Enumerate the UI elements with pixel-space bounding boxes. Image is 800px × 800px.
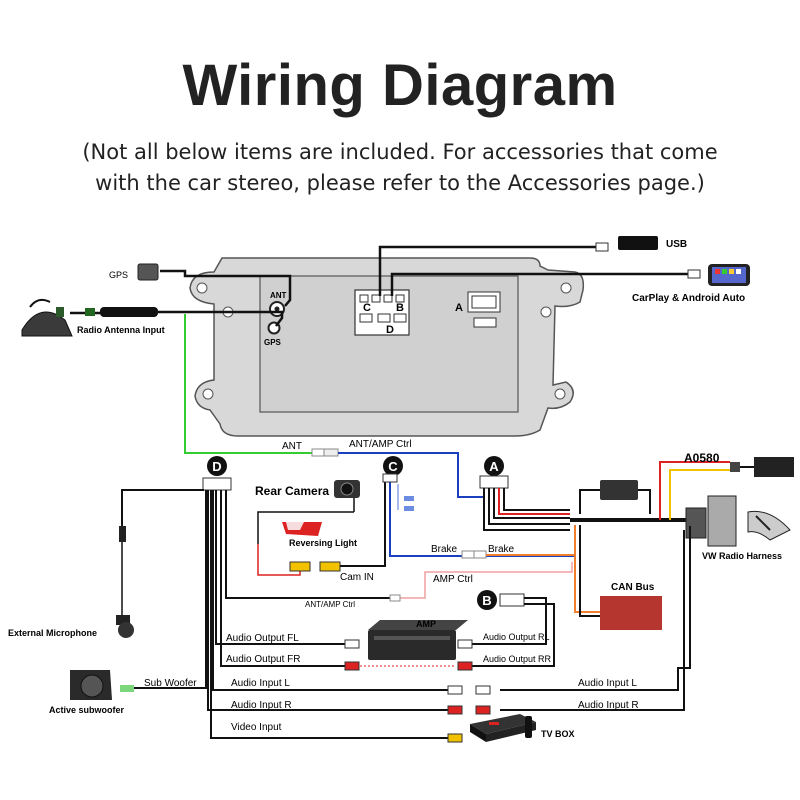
rca-plugs-amp — [344, 639, 473, 671]
usb-connector — [595, 236, 658, 252]
badge-b: B — [477, 590, 497, 610]
rear-camera-icon — [330, 480, 360, 513]
can-bus-module — [600, 596, 662, 630]
ant-wire-label: ANT — [282, 441, 302, 452]
amp-label: AMP — [416, 619, 436, 629]
c-connector — [382, 473, 398, 483]
audio-input-r-right-label: Audio Input R — [578, 700, 639, 711]
cam-in-label: Cam IN — [340, 572, 374, 583]
ant-green-wire — [184, 314, 322, 454]
ant-amp-ctrl-blue-wire — [338, 452, 484, 498]
amp-ctrl-label: AMP Ctrl — [433, 574, 473, 585]
microphone-icon — [116, 526, 134, 638]
right-trunk-wires — [500, 526, 691, 711]
radio-antenna-input-label: Radio Antenna Input — [77, 325, 165, 335]
port-d-label: D — [386, 324, 394, 336]
head-unit: ANT GPS C B D A — [189, 257, 585, 437]
amp-icon — [368, 620, 468, 660]
can-bus-label: CAN Bus — [611, 582, 655, 593]
filter-block — [600, 480, 638, 500]
port-a-label: A — [455, 302, 463, 314]
tv-box-label: TV BOX — [541, 729, 575, 739]
badge-a: A — [484, 456, 504, 476]
ant-port-label: ANT — [270, 291, 287, 300]
c-side-connectors — [397, 484, 414, 511]
subtitle-line-1: (Not all below items are included. For a… — [82, 140, 718, 164]
svg-text:C: C — [388, 459, 398, 474]
a0580-module — [730, 457, 794, 477]
active-subwoofer-label: Active subwoofer — [49, 705, 125, 715]
ant-amp-ctrl-wire-label: ANT/AMP Ctrl — [349, 439, 412, 450]
usb-label: USB — [666, 239, 687, 250]
a0580-label: A0580 — [684, 451, 720, 465]
d-connector — [202, 477, 232, 491]
vw-radio-harness-label: VW Radio Harness — [702, 551, 782, 561]
vw-radio-harness-icon — [685, 495, 791, 547]
b-connector — [499, 593, 525, 607]
external-microphone-label: External Microphone — [8, 628, 97, 638]
audio-input-l-right-label: Audio Input L — [578, 678, 637, 689]
audio-output-rr-label: Audio Output RR — [483, 654, 552, 664]
subtitle-line-2: with the car stereo, please refer to the… — [95, 171, 705, 195]
brake-label-left: Brake — [431, 544, 458, 555]
reversing-light-label: Reversing Light — [289, 538, 357, 548]
port-a-connector — [467, 291, 501, 313]
ant-amp-ctrl-lower-label: ANT/AMP Ctrl — [305, 600, 355, 609]
tv-box-icon — [470, 714, 536, 742]
page-title: Wiring Diagram — [182, 53, 618, 118]
gps-label: GPS — [109, 270, 128, 280]
shark-fin-antenna — [21, 298, 95, 337]
amp-ctrl-pink-wire — [390, 562, 573, 599]
badge-d: D — [207, 456, 227, 476]
gps-antenna — [137, 263, 159, 281]
audio-output-fl-label: Audio Output FL — [226, 633, 299, 644]
sub-woofer-wire-label: Sub Woofer — [144, 678, 197, 689]
camera-black-wire — [257, 511, 330, 544]
gps-port-label: GPS — [264, 338, 282, 347]
port-c-label: C — [363, 302, 371, 314]
badge-c: C — [383, 456, 403, 476]
radio-antenna-cable — [100, 307, 158, 317]
b-harness-wires — [470, 597, 555, 667]
audio-output-fr-label: Audio Output FR — [226, 654, 300, 665]
d-harness-wires — [121, 489, 456, 739]
audio-input-r-label: Audio Input R — [231, 700, 292, 711]
svg-text:D: D — [212, 459, 221, 474]
video-input-label: Video Input — [231, 722, 282, 733]
cam-in-connector — [289, 561, 341, 572]
rca-plugs-audio-in — [447, 685, 491, 743]
a-connector — [479, 475, 509, 489]
phone-icon — [687, 264, 750, 286]
brake-label-right: Brake — [488, 544, 515, 555]
reversing-light-icon — [282, 522, 322, 536]
port-b-label: B — [396, 302, 404, 314]
subwoofer-icon — [70, 670, 134, 700]
svg-text:B: B — [482, 593, 491, 608]
audio-output-rl-label: Audio Output RL — [483, 632, 550, 642]
audio-input-l-label: Audio Input L — [231, 678, 290, 689]
carplay-label: CarPlay & Android Auto — [632, 293, 745, 304]
rear-camera-label: Rear Camera — [255, 484, 329, 498]
svg-text:A: A — [489, 459, 499, 474]
